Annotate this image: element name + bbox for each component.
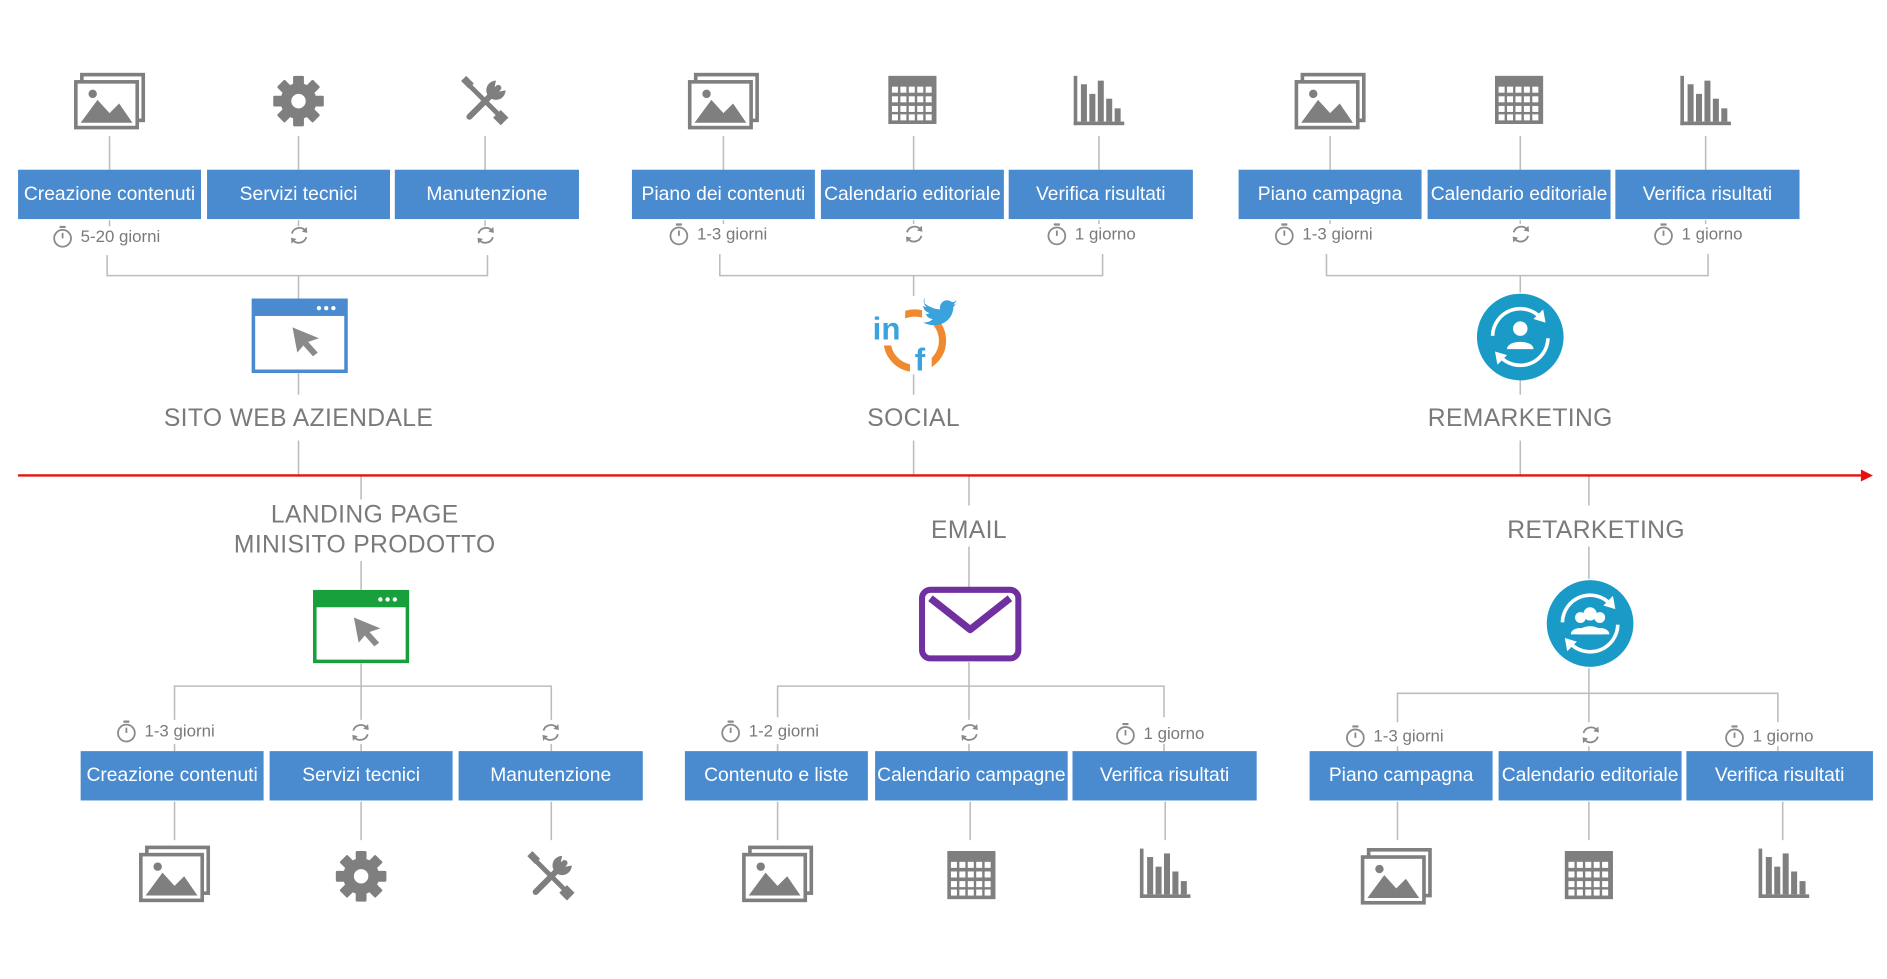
refresh-icon [290, 226, 308, 244]
linkedin-icon: in [873, 311, 901, 346]
stopwatch-icon [117, 719, 136, 742]
stopwatch-icon [1275, 222, 1294, 245]
calendar-icon [1494, 75, 1544, 124]
duration-label: 1-3 giorni [1345, 723, 1444, 747]
image-icon [742, 845, 814, 903]
refresh-icon [477, 226, 494, 244]
calendar-icon [947, 851, 996, 900]
duration-text: 1 giorno [1752, 725, 1814, 746]
heading-retarketing: RETARKETING [1507, 516, 1685, 545]
duration-label: 1-3 giorni [668, 221, 767, 245]
bottom-landing-box-services: Servizi tecnici [269, 751, 453, 801]
heading-sito-web: SITO WEB AZIENDALE [163, 404, 434, 433]
browser-window-icon [312, 589, 410, 664]
duration-label: 1-3 giorni [116, 719, 215, 743]
refresh-icon [906, 225, 923, 243]
stopwatch-icon [721, 719, 740, 742]
duration-text: 1-3 giorni [144, 721, 215, 741]
stopwatch-icon [1346, 724, 1365, 747]
duration-text: 1 giorno [1143, 723, 1205, 743]
duration-label: 1 giorno [1724, 723, 1814, 747]
image-icon [1360, 848, 1432, 905]
top-web-box-services: Servizi tecnici [207, 169, 390, 220]
email-envelope-icon [919, 586, 1022, 662]
bottom-email-box-content: Contenuto e liste [684, 751, 868, 801]
retarketing-users-icon [1546, 580, 1634, 667]
bottom-landing-box-content: Creazione contenuti [80, 751, 264, 801]
heading-landing-page: LANDING PAGE MINISITO PRODOTTO [184, 500, 545, 560]
refresh-icon [1512, 225, 1530, 243]
duration-text: 5-20 giorni [80, 226, 161, 246]
bottom-landing-box-maintenance: Manutenzione [458, 751, 643, 801]
bottom-email-box-calendar: Calendario campagne [875, 751, 1068, 801]
stopwatch-icon [1725, 724, 1744, 747]
image-icon [1294, 72, 1366, 130]
facebook-icon: f [915, 343, 926, 375]
heading-line: MINISITO PRODOTTO [233, 530, 496, 559]
bar-chart-icon [1758, 848, 1810, 898]
tools-icon [527, 851, 575, 901]
browser-window-icon [251, 298, 348, 374]
bottom-retarketing-box-calendar: Calendario editoriale [1498, 751, 1682, 801]
bottom-retarketing-box-plan: Piano campagna [1309, 751, 1493, 801]
image-icon [139, 845, 211, 903]
timeline-arrowhead [1860, 469, 1873, 482]
heading-line: LANDING PAGE [270, 500, 459, 529]
duration-label: 1 giorno [1046, 221, 1136, 245]
gear-icon [273, 75, 324, 127]
duration-label: 1-2 giorni [720, 719, 819, 743]
refresh-icon [352, 724, 369, 741]
gear-icon [335, 851, 387, 902]
heading-email: EMAIL [931, 516, 1007, 545]
image-icon [74, 72, 146, 130]
stopwatch-icon [1116, 722, 1135, 745]
calendar-icon [1564, 851, 1613, 900]
top-web-box-content: Creazione contenuti [18, 169, 202, 220]
duration-text: 1-3 giorni [1302, 223, 1373, 244]
refresh-icon [961, 724, 978, 741]
top-remarketing-box-calendar: Calendario editoriale [1427, 169, 1611, 220]
bottom-retarketing-box-results: Verifica risultati [1686, 751, 1873, 801]
bar-chart-icon [1680, 75, 1731, 126]
duration-text: 1-2 giorni [748, 721, 819, 741]
remarketing-user-icon [1476, 293, 1564, 381]
tools-icon [461, 75, 509, 126]
refresh-icon [1582, 726, 1599, 744]
heading-remarketing: REMARKETING [1427, 404, 1613, 433]
top-social-box-calendar: Calendario editoriale [820, 169, 1004, 220]
top-social-box-results: Verifica risultati [1008, 169, 1193, 220]
stopwatch-icon [1654, 222, 1673, 245]
social-media-icon: in f [871, 294, 959, 375]
duration-label: 1-3 giorni [1274, 221, 1373, 245]
heading-social: SOCIAL [867, 404, 960, 433]
twitter-icon [923, 297, 957, 326]
duration-text: 1 giorno [1074, 223, 1136, 244]
duration-label: 1 giorno [1653, 221, 1743, 245]
bar-chart-icon [1139, 848, 1191, 898]
stopwatch-icon [669, 222, 689, 245]
duration-label: 5-20 giorni [52, 224, 161, 248]
image-icon [687, 72, 759, 130]
duration-label: 1 giorno [1115, 721, 1205, 745]
calendar-icon [888, 75, 937, 124]
stopwatch-icon [1047, 222, 1067, 245]
refresh-icon [542, 724, 559, 741]
bottom-email-box-results: Verifica risultati [1072, 751, 1257, 801]
top-remarketing-box-results: Verifica risultati [1615, 169, 1800, 220]
stopwatch-icon [53, 225, 72, 248]
top-social-box-plan: Piano dei contenuti [631, 169, 815, 220]
duration-text: 1 giorno [1681, 223, 1743, 244]
duration-text: 1-3 giorni [1373, 725, 1444, 746]
top-remarketing-box-plan: Piano campagna [1238, 169, 1422, 220]
duration-text: 1-3 giorni [696, 223, 768, 244]
bar-chart-icon [1073, 75, 1125, 126]
top-web-box-maintenance: Manutenzione [394, 169, 579, 220]
